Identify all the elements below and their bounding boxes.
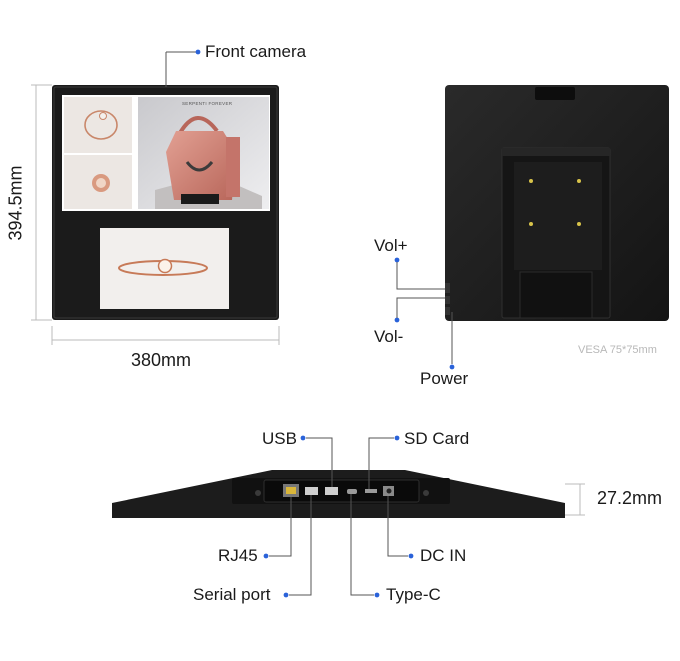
type-c-port xyxy=(347,489,357,494)
usb-label: USB xyxy=(262,429,297,448)
height-label: 394.5mm xyxy=(5,165,26,241)
dc-in-label: DC IN xyxy=(420,546,467,565)
serial-port-label: Serial port xyxy=(193,585,271,604)
sd-card-slot xyxy=(365,489,377,493)
rj45-label: RJ45 xyxy=(218,546,258,565)
bottom-view xyxy=(112,435,585,598)
front-view xyxy=(31,49,280,345)
depth-label: 27.2mm xyxy=(597,488,663,508)
back-view xyxy=(394,85,669,370)
width-label: 380mm xyxy=(131,350,192,370)
usb-port xyxy=(325,487,338,495)
type-c-label: Type-C xyxy=(386,585,441,604)
vol-plus-label: Vol+ xyxy=(374,236,408,255)
serial-port xyxy=(305,487,318,495)
vol-minus-label: Vol- xyxy=(374,327,404,346)
vesa-label: VESA 75*75mm xyxy=(578,344,657,356)
sd-card-label: SD Card xyxy=(404,429,470,448)
front-camera-label: Front camera xyxy=(205,42,307,61)
power-label: Power xyxy=(420,369,469,388)
screen-caption: SERPENTI FOREVER xyxy=(182,101,233,106)
